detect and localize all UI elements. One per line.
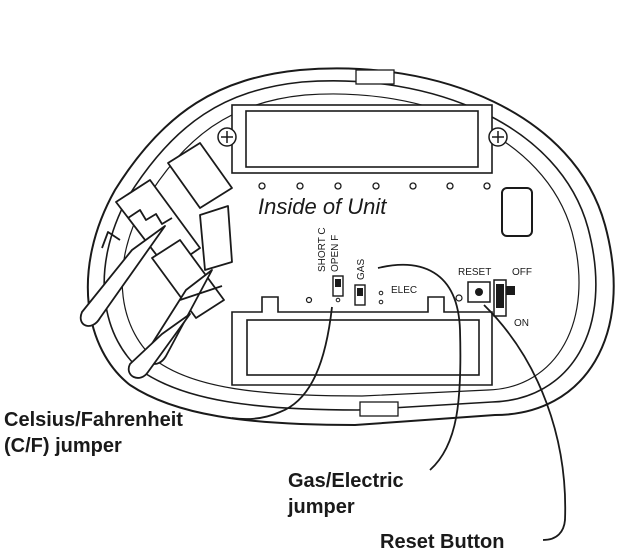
housing-outer-shell (86, 67, 615, 427)
reset-button-callout: Reset Button (380, 531, 504, 553)
top-terminal-window (245, 110, 479, 168)
gas-electric-leader-line (377, 264, 462, 471)
rim-notch-bottom (359, 401, 399, 417)
left-mechanism (79, 142, 233, 379)
rim-notch-top (355, 69, 395, 85)
bottom-terminal-window (246, 319, 480, 376)
off-label: OFF (512, 267, 532, 278)
side-window (501, 187, 533, 237)
short-c-label: SHORT C (317, 227, 328, 272)
board-mount-hole (455, 294, 463, 302)
on-label: ON (514, 318, 529, 329)
terminal-hole-row (258, 182, 491, 190)
reset-leader-line (483, 304, 567, 541)
gas-electric-callout-line2: jumper (287, 496, 355, 518)
cf-callout-line1: Celsius/Fahrenheit (4, 409, 183, 431)
inside-of-unit-label: Inside of Unit (258, 194, 387, 219)
gas-electric-jumper[interactable] (354, 284, 384, 306)
gas-label: GAS (356, 259, 367, 280)
cf-callout-line2: (C/F) jumper (4, 435, 122, 457)
screw-left-icon (217, 127, 237, 147)
housing-inner-shell (103, 80, 597, 411)
power-switch[interactable] (493, 279, 515, 317)
reset-label: RESET (458, 267, 491, 278)
elec-label: ELEC (391, 285, 417, 296)
board-mount-hole-left (305, 296, 313, 304)
screw-right-icon (488, 127, 508, 147)
cf-jumper[interactable] (332, 275, 344, 303)
gas-electric-callout-line1: Gas/Electric (288, 470, 404, 492)
cf-leader-line (231, 306, 333, 420)
open-f-label: OPEN F (330, 235, 341, 272)
reset-button[interactable] (467, 281, 491, 303)
